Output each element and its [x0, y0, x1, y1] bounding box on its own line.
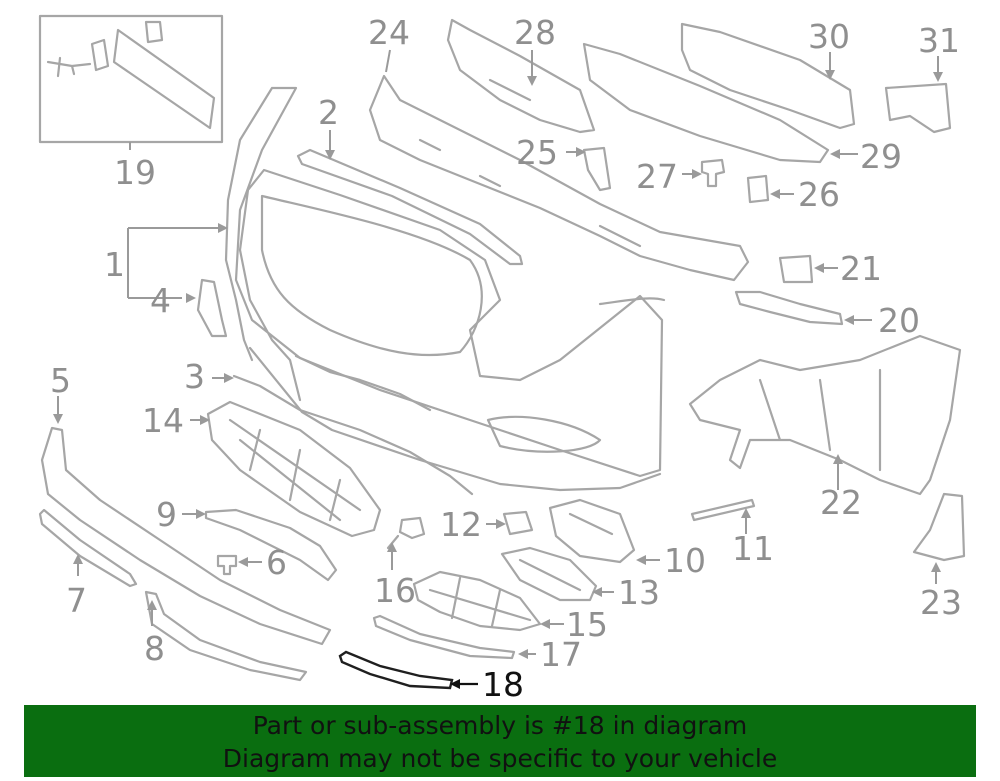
callout-25: 25 — [516, 133, 558, 172]
banner-line-2: Diagram may not be specific to your vehi… — [222, 744, 778, 773]
callout-20: 20 — [878, 301, 920, 340]
part-13 — [500, 546, 598, 602]
arrow-3 — [224, 373, 234, 383]
callout-7: 7 — [66, 581, 87, 620]
part-16 — [386, 516, 426, 550]
arrow-6 — [238, 557, 248, 567]
arrow-21 — [814, 263, 824, 273]
part-2-strip — [296, 148, 524, 266]
part-19-inset — [38, 14, 224, 144]
callout-6: 6 — [266, 543, 287, 582]
part-18-highlighted — [338, 650, 454, 690]
callout-24: 24 — [368, 13, 410, 52]
arrow-9 — [196, 509, 206, 519]
part-17 — [372, 614, 516, 660]
callout-11: 11 — [732, 529, 774, 568]
arrow-11 — [741, 508, 751, 518]
callout-30: 30 — [808, 17, 850, 56]
part-15-grille — [412, 570, 542, 632]
arrow-10 — [636, 555, 646, 565]
callout-18-highlighted: 18 — [482, 665, 524, 700]
part-20 — [734, 290, 844, 326]
callout-13: 13 — [618, 573, 660, 612]
part-29 — [582, 42, 830, 164]
part-22-bracket — [688, 334, 962, 496]
callout-16: 16 — [374, 571, 416, 610]
arrow-16 — [387, 542, 397, 552]
arrow-13 — [592, 587, 602, 597]
callout-5: 5 — [50, 361, 71, 400]
part-27 — [700, 158, 726, 188]
callout-2: 2 — [318, 93, 339, 132]
lead-1 — [127, 227, 222, 299]
info-banner: Part or sub-assembly is #18 in diagram D… — [24, 705, 976, 777]
part-28 — [446, 18, 596, 134]
arrow-28 — [527, 76, 537, 86]
part-6 — [216, 554, 238, 576]
callout-3: 3 — [184, 357, 205, 396]
part-11 — [690, 498, 756, 522]
callout-31: 31 — [918, 21, 960, 60]
arrow-2 — [325, 150, 335, 160]
arrow-31 — [933, 72, 943, 82]
arrow-20 — [844, 315, 854, 325]
arrow-29 — [830, 149, 840, 159]
arrow-7 — [73, 554, 83, 564]
arrow-18 — [450, 679, 460, 689]
callout-10: 10 — [664, 541, 706, 580]
callout-1: 1 — [104, 245, 125, 284]
part-24-reinforcement — [368, 74, 750, 282]
part-14-grille — [206, 400, 382, 538]
arrow-14 — [200, 415, 210, 425]
callout-14: 14 — [142, 401, 184, 440]
arrow-4 — [186, 293, 196, 303]
banner-line-1: Part or sub-assembly is #18 in diagram — [252, 711, 748, 740]
callout-9: 9 — [156, 495, 177, 534]
arrow-23 — [931, 562, 941, 572]
callout-12: 12 — [440, 505, 482, 544]
callout-15: 15 — [566, 605, 608, 644]
arrow-25 — [576, 147, 586, 157]
callout-29: 29 — [860, 137, 902, 176]
part-12 — [502, 510, 534, 536]
part-25 — [582, 146, 612, 192]
part-3 — [232, 374, 474, 496]
arrow-8 — [147, 600, 157, 610]
part-23 — [912, 492, 966, 562]
arrow-5 — [53, 414, 63, 424]
callout-17: 17 — [540, 635, 582, 674]
part-10 — [548, 498, 636, 564]
parts-diagram: 19 1 4 2 24 28 30 31 29 25 27 26 21 20 5… — [38, 13, 966, 700]
arrow-15 — [540, 619, 550, 629]
part-4 — [196, 278, 228, 338]
arrow-26 — [770, 189, 780, 199]
part-30 — [680, 22, 856, 130]
callout-8: 8 — [144, 629, 165, 668]
callout-19: 19 — [114, 153, 156, 192]
part-8 — [144, 590, 308, 682]
part-31 — [884, 82, 952, 134]
callout-22: 22 — [820, 483, 862, 522]
part-7 — [38, 508, 138, 588]
part-5-spoiler — [40, 426, 332, 646]
callout-4: 4 — [150, 281, 171, 320]
part-26 — [746, 174, 770, 204]
callout-26: 26 — [798, 175, 840, 214]
callout-21: 21 — [840, 249, 882, 288]
arrow-27 — [692, 169, 702, 179]
callout-23: 23 — [920, 583, 962, 622]
arrow-30 — [825, 70, 835, 80]
part-9 — [204, 508, 338, 582]
arrow-12 — [496, 519, 506, 529]
arrow-1 — [218, 223, 228, 233]
arrow-17 — [518, 649, 528, 659]
part-21 — [778, 254, 814, 284]
lead-24 — [385, 49, 391, 73]
part-1-bumper-cover — [224, 86, 666, 492]
callout-28: 28 — [514, 13, 556, 52]
arrow-22 — [833, 454, 843, 464]
callout-27: 27 — [636, 157, 678, 196]
